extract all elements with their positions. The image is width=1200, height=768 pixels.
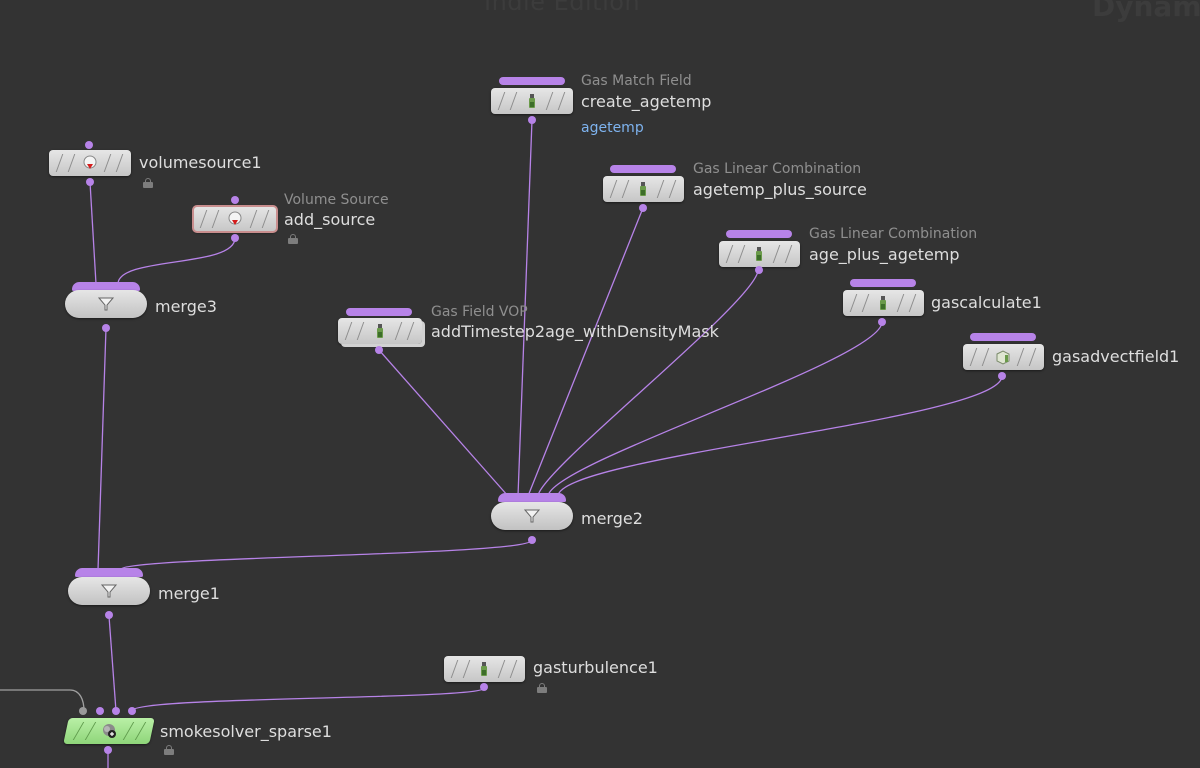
create_agetemp-flag: agetemp	[581, 120, 644, 136]
gasadvectfield1-label: gasadvectfield1	[1052, 347, 1180, 366]
gasadvectfield1-node[interactable]	[963, 344, 1044, 370]
lock-icon[interactable]	[288, 234, 298, 244]
add_source-label: add_source	[284, 210, 376, 229]
add_source-input-port[interactable]	[231, 196, 239, 204]
smokesolver-input-port-1[interactable]	[79, 707, 87, 715]
volumesource1-output-port[interactable]	[86, 178, 94, 186]
gas-microsolver-icon	[875, 295, 891, 311]
wire-age_plus_agetemp-merge2	[537, 269, 759, 497]
wire-volumesource1-merge3	[89, 181, 97, 285]
gascalculate1-label: gascalculate1	[931, 293, 1042, 312]
create_agetemp-input-bar[interactable]	[499, 77, 565, 85]
smokesolver-input-port-3[interactable]	[112, 707, 120, 715]
age_plus_agetemp-node[interactable]	[719, 241, 800, 267]
age_plus_agetemp-input-bar[interactable]	[726, 230, 792, 238]
gas-advect-icon	[995, 349, 1011, 365]
addTimestep2age-input-bar[interactable]	[346, 308, 412, 316]
wire-agetemp_plus_source-merge2	[527, 207, 644, 497]
gas-microsolver-icon	[524, 93, 540, 109]
gasturbulence1-output-port[interactable]	[480, 683, 488, 691]
merge3-label: merge3	[155, 297, 217, 316]
addTimestep2age-type-label: Gas Field VOP	[431, 304, 528, 320]
create_agetemp-output-port[interactable]	[528, 116, 536, 124]
volumesource1-label: volumesource1	[139, 153, 262, 172]
smokesolver-input-port-4[interactable]	[128, 707, 136, 715]
volumesource1-node[interactable]	[49, 150, 131, 176]
create_agetemp-type-label: Gas Match Field	[581, 73, 692, 89]
agetemp_plus_source-node[interactable]	[603, 176, 684, 202]
gasturbulence1-label: gasturbulence1	[533, 658, 658, 677]
merge3-input-bar[interactable]	[72, 282, 140, 291]
gas-microsolver-icon	[476, 661, 492, 677]
gasturbulence1-node[interactable]	[444, 656, 525, 682]
merge1-label: merge1	[158, 584, 220, 603]
age_plus_agetemp-label: age_plus_agetemp	[809, 245, 960, 264]
agetemp_plus_source-label: agetemp_plus_source	[693, 180, 867, 199]
smokesolver-output-port[interactable]	[104, 746, 112, 754]
wire-merge1-solver	[108, 615, 117, 712]
lock-icon[interactable]	[537, 683, 547, 693]
add_source-node[interactable]	[192, 205, 278, 233]
indie-edition-watermark: Indie Edition	[484, 0, 641, 16]
addTimestep2age-output-port[interactable]	[375, 346, 383, 354]
smokesolver_sparse1-label: smokesolver_sparse1	[160, 722, 332, 741]
wire-gasadvectfield1-merge2	[557, 375, 1003, 497]
wire-gasturbulence1-solver	[131, 687, 485, 712]
wire-addTimestep2age-merge2	[378, 349, 509, 497]
gascalculate1-input-bar[interactable]	[850, 279, 916, 287]
context-label: Dynami	[1092, 0, 1200, 23]
gasadvectfield1-input-bar[interactable]	[970, 333, 1036, 341]
volumesource1-input-port[interactable]	[85, 141, 93, 149]
gasadvectfield1-output-port[interactable]	[998, 372, 1006, 380]
create_agetemp-node[interactable]	[491, 88, 573, 114]
gascalculate1-node[interactable]	[843, 290, 924, 316]
merge2-input-bar[interactable]	[498, 493, 566, 502]
funnel-icon	[98, 296, 114, 312]
merge3-node[interactable]	[65, 290, 147, 318]
lock-icon[interactable]	[164, 745, 174, 755]
age_plus_agetemp-type-label: Gas Linear Combination	[809, 226, 978, 242]
wire-gascalculate1-merge2	[547, 321, 883, 497]
merge1-node[interactable]	[68, 577, 150, 605]
gas-microsolver-icon	[635, 181, 651, 197]
add_source-output-port[interactable]	[231, 234, 239, 242]
add_source-type-label: Volume Source	[284, 192, 389, 208]
merge1-output-port[interactable]	[105, 611, 113, 619]
wire-merge3-merge1	[97, 327, 107, 571]
merge2-node[interactable]	[491, 502, 573, 530]
gas-microsolver-icon	[751, 246, 767, 262]
merge2-label: merge2	[581, 509, 643, 528]
addTimestep2age-node[interactable]	[338, 318, 422, 344]
agetemp_plus_source-input-bar[interactable]	[610, 165, 676, 173]
merge2-output-port[interactable]	[528, 536, 536, 544]
lock-icon[interactable]	[143, 178, 153, 188]
merge3-output-port[interactable]	[102, 324, 110, 332]
merge1-input-bar[interactable]	[75, 568, 143, 577]
create_agetemp-label: create_agetemp	[581, 92, 712, 111]
volume-source-icon	[82, 155, 98, 171]
funnel-icon	[524, 508, 540, 524]
addTimestep2age-label: addTimestep2age_withDensityMask	[431, 322, 719, 341]
wire-create_agetemp-merge2	[517, 119, 533, 497]
volume-source-icon	[227, 211, 243, 227]
wire-add_source-merge3	[117, 237, 236, 285]
gas-microsolver-icon	[372, 323, 388, 339]
agetemp_plus_source-output-port[interactable]	[639, 204, 647, 212]
agetemp_plus_source-type-label: Gas Linear Combination	[693, 161, 862, 177]
wire-external-solver	[0, 689, 85, 712]
smokesolver_sparse1-node[interactable]	[63, 718, 155, 744]
wire-merge2-merge1	[119, 539, 533, 571]
smokesolver-input-port-2[interactable]	[96, 707, 104, 715]
smoke-solver-icon	[101, 723, 117, 739]
funnel-icon	[101, 583, 117, 599]
gascalculate1-output-port[interactable]	[878, 318, 886, 326]
age_plus_agetemp-output-port[interactable]	[755, 266, 763, 274]
